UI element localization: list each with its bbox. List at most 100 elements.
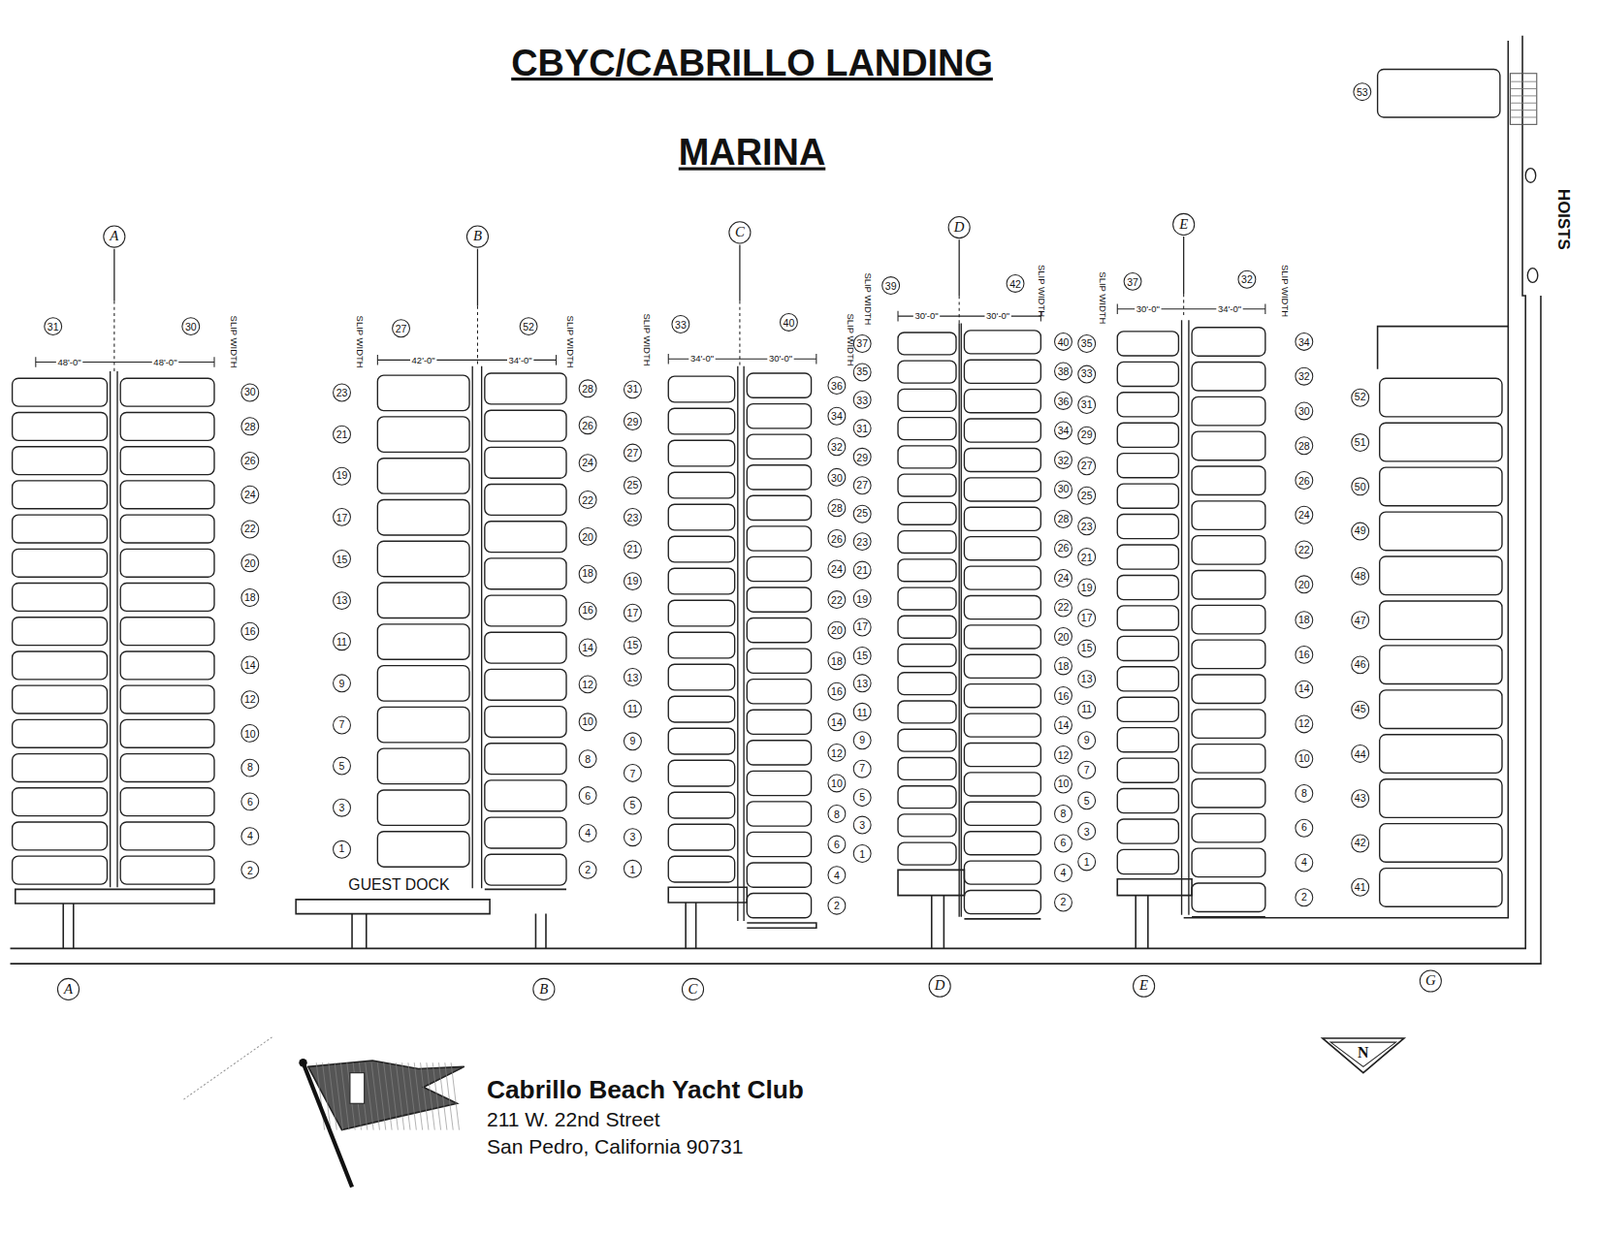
slip-outline bbox=[120, 822, 215, 851]
dock-letter: C bbox=[728, 221, 751, 244]
slip-number: 7 bbox=[332, 715, 352, 735]
slip-outline bbox=[897, 644, 957, 668]
slip-number: 19 bbox=[1077, 578, 1096, 598]
slip-width-header: SLIP WIDTH bbox=[640, 313, 652, 366]
circle-label: 23 bbox=[1081, 520, 1093, 533]
slip-number: 2 bbox=[578, 861, 598, 880]
slip-outline bbox=[1117, 789, 1179, 814]
slip-outline bbox=[963, 478, 1041, 502]
slip-outline bbox=[12, 583, 108, 612]
circle-label: 14 bbox=[831, 716, 843, 729]
slip-outline bbox=[484, 632, 567, 664]
slip-outline bbox=[1191, 362, 1266, 392]
dock-letter: E bbox=[1132, 975, 1155, 998]
slip-number: 5 bbox=[623, 796, 642, 815]
walkway-outline bbox=[963, 918, 1041, 921]
slip-number: 22 bbox=[827, 590, 846, 609]
slip-outline bbox=[746, 801, 811, 827]
slip-number: 47 bbox=[1350, 610, 1370, 630]
slip-number: 35 bbox=[1077, 334, 1096, 353]
slip-outline bbox=[377, 499, 470, 535]
slip-outline bbox=[1191, 466, 1266, 496]
slip-outline bbox=[668, 568, 735, 595]
circle-label: 8 bbox=[1060, 808, 1067, 821]
slip-number: 27 bbox=[1077, 456, 1096, 476]
circle-label: D bbox=[934, 978, 946, 994]
hoist-symbol bbox=[1525, 168, 1536, 184]
circle-label: 9 bbox=[629, 736, 636, 748]
circle-label: 29 bbox=[856, 451, 868, 464]
dimension-label: 30'-0" bbox=[984, 311, 1012, 322]
slip-number: 32 bbox=[1294, 367, 1313, 386]
leader-line bbox=[738, 300, 740, 365]
slip-number: 7 bbox=[853, 759, 872, 778]
slip-number: 2 bbox=[827, 896, 846, 916]
circle-label: 11 bbox=[1081, 704, 1092, 716]
circle-label: 12 bbox=[581, 679, 594, 692]
circle-label: 16 bbox=[581, 605, 594, 617]
dock-letter: D bbox=[948, 216, 971, 239]
slip-number: 6 bbox=[827, 835, 846, 855]
slip-outline bbox=[746, 404, 811, 429]
circle-label: 31 bbox=[47, 320, 60, 333]
slip-outline bbox=[963, 713, 1041, 737]
slip-outline bbox=[963, 448, 1041, 472]
dimension-tick bbox=[1117, 303, 1119, 315]
slip-number: 51 bbox=[1350, 433, 1370, 452]
slip-outline bbox=[746, 709, 811, 735]
circle-label: 27 bbox=[627, 448, 640, 460]
slip-outline bbox=[1191, 674, 1266, 704]
circle-label: 22 bbox=[244, 523, 256, 536]
slip-outline bbox=[668, 792, 735, 819]
slip-outline bbox=[12, 822, 108, 851]
slip-number: 38 bbox=[1054, 362, 1073, 382]
circle-label: 1 bbox=[1084, 856, 1090, 868]
slip-number: 28 bbox=[578, 379, 598, 398]
slip-number: 2 bbox=[1294, 888, 1313, 907]
slip-number: 10 bbox=[827, 773, 846, 793]
circle-label: 36 bbox=[831, 380, 843, 392]
slip-outline bbox=[1117, 849, 1179, 874]
slip-outline bbox=[484, 373, 567, 405]
slip-number: 14 bbox=[1294, 679, 1313, 699]
slip-number: 35 bbox=[853, 362, 872, 382]
slip-outline bbox=[377, 748, 470, 784]
leader-line bbox=[477, 306, 479, 368]
slip-outline bbox=[1191, 501, 1266, 531]
circle-label: 37 bbox=[856, 338, 868, 351]
slip-outline bbox=[897, 814, 957, 837]
slip-number: 23 bbox=[853, 533, 872, 552]
slip-number: 24 bbox=[1054, 569, 1073, 588]
slip-outline bbox=[1191, 536, 1266, 566]
slip-number: 43 bbox=[1350, 789, 1370, 808]
slip-number: 10 bbox=[1294, 749, 1313, 768]
slip-outline bbox=[897, 701, 957, 724]
flag-pole bbox=[303, 1062, 353, 1187]
slip-number: 48 bbox=[1350, 566, 1370, 585]
slip-outline bbox=[1379, 378, 1503, 417]
flag-hatch bbox=[377, 1062, 385, 1130]
slip-number: 34 bbox=[827, 407, 846, 426]
slip-outline bbox=[484, 521, 567, 553]
slip-outline bbox=[120, 719, 215, 748]
flag-hatch bbox=[340, 1062, 349, 1130]
slip-number: 33 bbox=[671, 315, 690, 334]
circle-label: 16 bbox=[244, 625, 256, 638]
circle-label: 16 bbox=[1057, 690, 1070, 703]
circle-label: 28 bbox=[1298, 440, 1311, 452]
slip-outline bbox=[1117, 392, 1179, 417]
circle-label: 11 bbox=[627, 704, 639, 716]
circle-label: 9 bbox=[339, 677, 346, 690]
slip-outline bbox=[897, 559, 957, 582]
slip-number: 16 bbox=[578, 602, 598, 621]
circle-label: 23 bbox=[856, 536, 868, 548]
slip-outline bbox=[12, 685, 108, 714]
dock-spine bbox=[960, 322, 962, 917]
slip-number: 36 bbox=[1054, 391, 1073, 411]
slip-outline bbox=[963, 330, 1041, 354]
slip-outline bbox=[963, 801, 1041, 826]
slip-number: 20 bbox=[827, 621, 846, 640]
slip-number: 7 bbox=[1077, 761, 1096, 780]
slip-outline bbox=[963, 654, 1041, 678]
circle-label: 11 bbox=[336, 636, 348, 648]
